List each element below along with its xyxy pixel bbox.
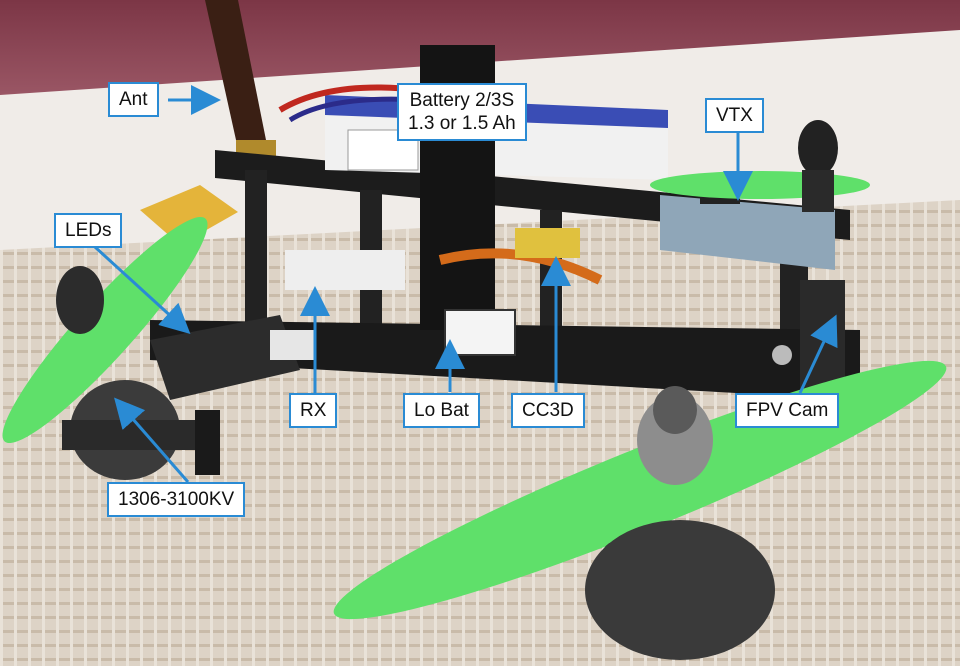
callout-cc3d-text: CC3D — [522, 400, 574, 421]
fpv-camera — [800, 280, 845, 390]
callout-vtx: VTX — [705, 98, 764, 133]
antenna — [205, 0, 268, 158]
callout-leds: LEDs — [54, 213, 123, 248]
buzzer — [444, 309, 516, 356]
frame-standoff — [245, 170, 267, 330]
vtx-board — [660, 195, 835, 270]
callout-leds-text: LEDs — [65, 220, 112, 241]
callout-rx: RX — [289, 393, 338, 428]
callout-battery-line2: 1.3 or 1.5 Ah — [408, 113, 516, 134]
frame-bottom-plate — [150, 320, 860, 400]
callout-vtx-text: VTX — [716, 105, 753, 126]
callout-cc3d: CC3D — [511, 393, 585, 428]
callout-lo-bat: Lo Bat — [403, 393, 480, 428]
callout-lo-bat-text: Lo Bat — [414, 400, 469, 421]
callout-rx-text: RX — [300, 400, 327, 421]
callout-battery: Battery 2/3S 1.3 or 1.5 Ah — [397, 83, 527, 141]
callout-ant: Ant — [108, 82, 159, 117]
led-bar — [150, 315, 300, 400]
callout-battery-line1: Battery 2/3S — [409, 90, 515, 111]
callout-fpv-cam-text: FPV Cam — [746, 400, 829, 421]
callout-motor: 1306-3100KV — [107, 482, 246, 517]
callout-ant-text: Ant — [119, 89, 148, 110]
receiver-board — [285, 250, 405, 290]
propeller-rear-right — [650, 171, 870, 199]
callout-fpv-cam: FPV Cam — [735, 393, 840, 428]
xt60-connector — [140, 185, 238, 245]
callout-motor-text: 1306-3100KV — [118, 489, 235, 510]
flight-controller — [515, 228, 580, 258]
